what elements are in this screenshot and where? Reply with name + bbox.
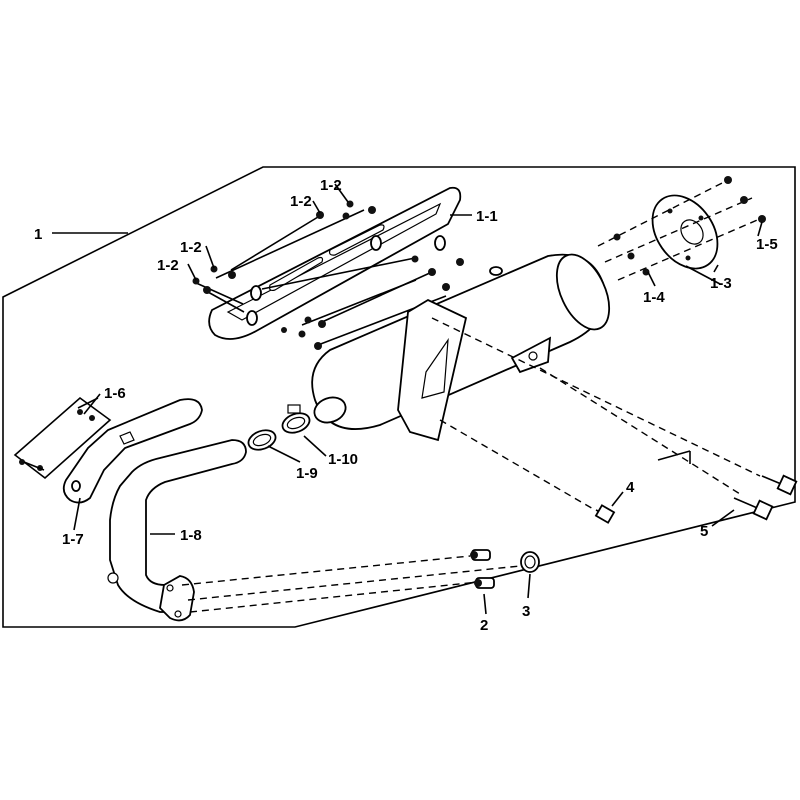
label-exhaust-pipe: 1-8: [180, 527, 202, 544]
gasket-ring: [247, 429, 277, 451]
mounting-lines: [431, 317, 761, 511]
end-cap-fasteners: [597, 176, 766, 285]
bolt-long-upper: [761, 474, 798, 496]
label-assembly: 1: [34, 226, 42, 243]
label-end-cap: 1-3: [710, 275, 732, 292]
label-screw-left-lower: 1-2: [157, 257, 179, 274]
label-pipe-guard-screw: 1-6: [104, 385, 126, 402]
label-clamp: 1-10: [328, 451, 358, 468]
label-end-cap-screw: 1-5: [756, 236, 778, 253]
exhaust-pipe: [107, 439, 247, 622]
assembly-boundary-panel: [2, 166, 796, 628]
stud-nuts: [470, 549, 495, 589]
clamp: [281, 404, 311, 434]
leader-lines: [52, 183, 763, 615]
label-pipe-guard: 1-7: [62, 531, 84, 548]
label-screw-left-upper: 1-2: [180, 239, 202, 256]
label-bolt-short: 4: [626, 479, 635, 496]
label-gasket-ring: 1-9: [296, 465, 318, 482]
label-heat-shield: 1-1: [476, 208, 498, 225]
label-bolt-long: 5: [700, 523, 708, 540]
label-stud-nut: 2: [480, 617, 488, 634]
exhaust-gasket: [520, 551, 540, 573]
label-gasket: 3: [522, 603, 530, 620]
muffler-body: [311, 253, 611, 442]
label-screw-upper: 1-2: [290, 193, 312, 210]
bolt-short: [594, 504, 616, 524]
exhaust-port-lines: [181, 555, 521, 613]
label-screw-top: 1-2: [320, 177, 342, 194]
bolt-long-lower: [733, 497, 774, 521]
pipe-guard-panel: [13, 396, 112, 480]
end-cap: [651, 194, 719, 270]
label-end-cap-gasket: 1-4: [643, 289, 665, 306]
heat-shield-screws: [192, 200, 464, 350]
heat-shield: [208, 186, 462, 340]
pipe-guard: [62, 398, 203, 504]
